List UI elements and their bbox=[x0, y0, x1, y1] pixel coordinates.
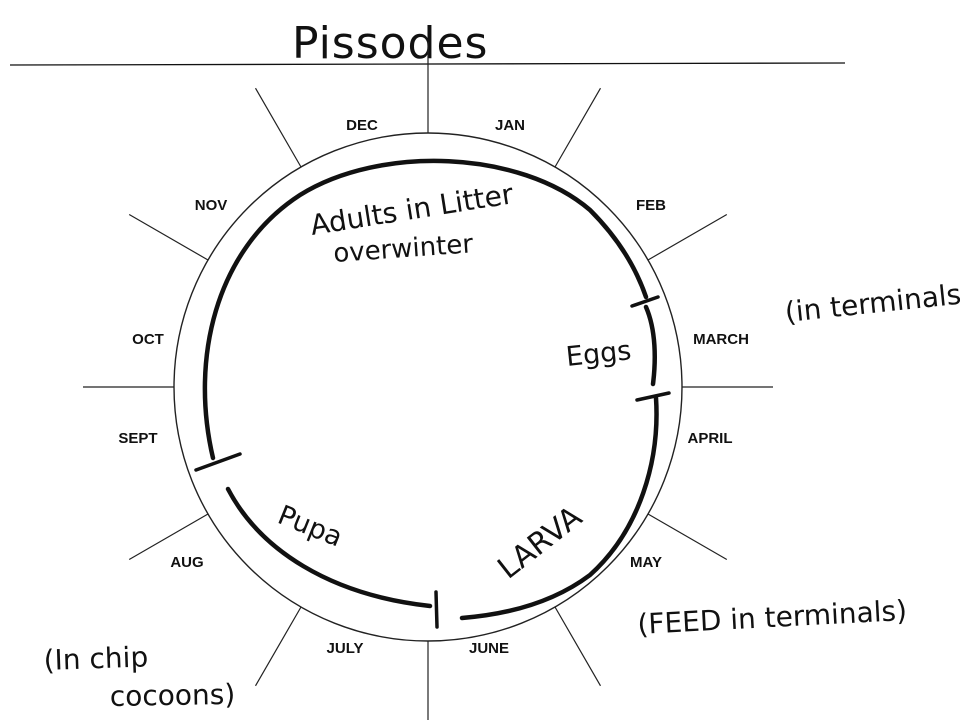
month-label-june: JUNE bbox=[469, 640, 509, 657]
larva-label: LARVA bbox=[491, 499, 589, 586]
diagram-title: Pissodes bbox=[292, 18, 488, 69]
month-divider bbox=[254, 87, 302, 168]
month-label-april: APRIL bbox=[688, 430, 733, 447]
month-label-aug: AUG bbox=[170, 554, 203, 571]
adults-label: Adults in Litter bbox=[308, 177, 516, 242]
month-label-jan: JAN bbox=[495, 117, 525, 134]
eggs-arc bbox=[643, 304, 657, 387]
month-divider bbox=[128, 513, 209, 561]
adults-end-tick bbox=[194, 452, 242, 472]
eggs-tick-bottom bbox=[635, 391, 671, 402]
pupa-note-line2: cocoons) bbox=[110, 678, 236, 713]
larva-arc bbox=[459, 395, 659, 621]
pupa-end-tick bbox=[434, 590, 439, 629]
adults-arc bbox=[202, 158, 649, 461]
larva-note: (FEED in terminals) bbox=[637, 594, 908, 641]
eggs-note: (in terminals bbox=[783, 278, 960, 329]
month-label-march: MARCH bbox=[693, 331, 749, 348]
month-divider bbox=[554, 606, 602, 687]
pupa-note-line1: (In chip bbox=[43, 640, 149, 677]
pupa-arc bbox=[225, 486, 433, 609]
month-label-feb: FEB bbox=[636, 197, 666, 214]
month-label-oct: OCT bbox=[132, 331, 164, 348]
month-divider bbox=[647, 213, 728, 261]
month-divider bbox=[554, 87, 602, 168]
month-divider bbox=[254, 606, 302, 687]
month-labels: JAN FEB MARCH APRIL MAY JUNE JULY AUG SE… bbox=[118, 117, 749, 657]
pupa-label: Pupa bbox=[273, 500, 346, 554]
month-label-sept: SEPT bbox=[118, 430, 157, 447]
stage-arcs bbox=[194, 158, 671, 629]
month-divider bbox=[647, 513, 728, 561]
month-label-may: MAY bbox=[630, 554, 662, 571]
eggs-tick-top bbox=[630, 295, 660, 308]
month-label-dec: DEC bbox=[346, 117, 378, 134]
month-divider bbox=[128, 213, 209, 261]
month-label-july: JULY bbox=[327, 640, 364, 657]
eggs-label: Eggs bbox=[564, 335, 632, 373]
month-label-nov: NOV bbox=[195, 197, 228, 214]
month-dividers bbox=[83, 42, 773, 720]
